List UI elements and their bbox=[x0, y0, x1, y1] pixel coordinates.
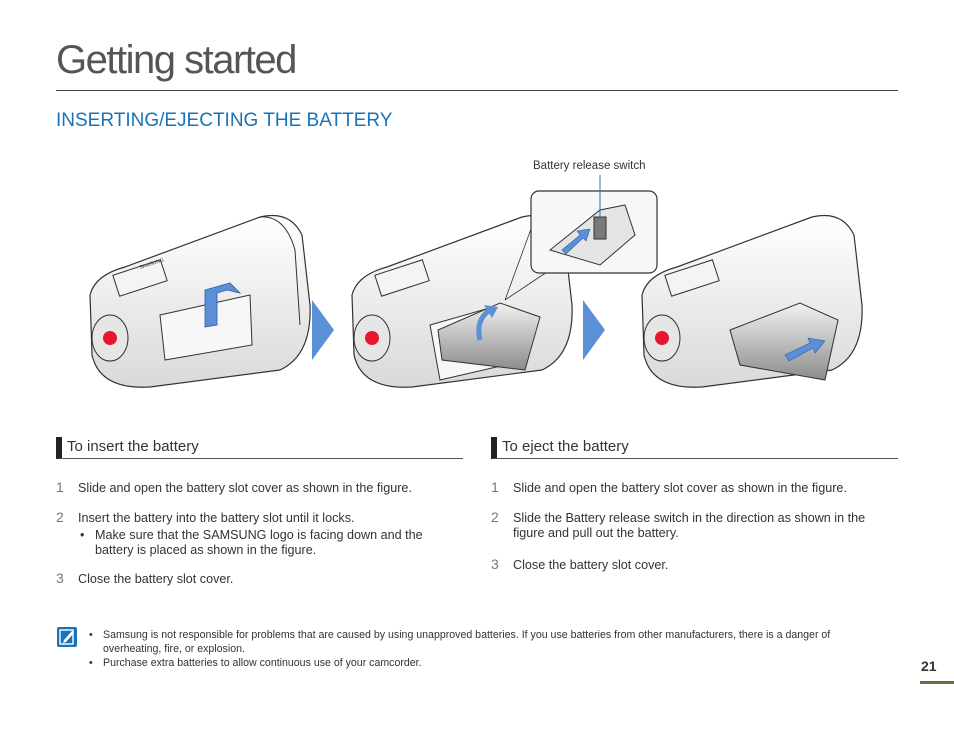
eject-battery-section: To eject the battery 1 Slide and open th… bbox=[491, 437, 898, 573]
eject-step: 3 Close the battery slot cover. bbox=[491, 556, 898, 573]
page-number: 21 bbox=[921, 658, 937, 674]
bullet-item: Make sure that the SAMSUNG logo is facin… bbox=[78, 528, 463, 558]
camcorder-step-1: SAMSUNG bbox=[89, 214, 311, 388]
step-text: Insert the battery into the battery slot… bbox=[78, 511, 355, 525]
note-item: Samsung is not responsible for problems … bbox=[87, 628, 887, 656]
insert-step: 1 Slide and open the battery slot cover … bbox=[56, 479, 463, 496]
battery-3 bbox=[729, 302, 839, 381]
note-item: Purchase extra batteries to allow contin… bbox=[87, 656, 887, 670]
step-number: 2 bbox=[56, 509, 64, 525]
step-text: Close the battery slot cover. bbox=[78, 572, 234, 586]
step-number: 2 bbox=[491, 509, 499, 525]
insert-steps: 1 Slide and open the battery slot cover … bbox=[56, 479, 463, 587]
note-icon bbox=[57, 627, 77, 647]
release-switch-arrow bbox=[561, 228, 591, 255]
callout-label: Battery release switch bbox=[533, 160, 646, 172]
eject-arrow-3 bbox=[784, 337, 826, 362]
eject-battery-heading: To eject the battery bbox=[491, 437, 898, 459]
step-number: 3 bbox=[56, 570, 64, 586]
step-text: Slide and open the battery slot cover as… bbox=[78, 481, 412, 495]
page-title: Getting started bbox=[56, 38, 297, 82]
insert-step-bullets: Make sure that the SAMSUNG logo is facin… bbox=[78, 528, 463, 558]
eject-steps: 1 Slide and open the battery slot cover … bbox=[491, 479, 898, 573]
camcorder-step-2 bbox=[351, 214, 573, 388]
eject-step: 1 Slide and open the battery slot cover … bbox=[491, 479, 898, 496]
step-text: Slide and open the battery slot cover as… bbox=[513, 481, 847, 495]
step-number: 3 bbox=[491, 556, 499, 572]
step-text: Slide the Battery release switch in the … bbox=[513, 511, 866, 540]
insert-arrow-2 bbox=[476, 307, 492, 341]
page-number-bar bbox=[920, 681, 954, 684]
slide-arrow-1 bbox=[204, 282, 242, 328]
insert-battery-section: To insert the battery 1 Slide and open t… bbox=[56, 437, 463, 587]
step-arrow-1 bbox=[312, 300, 334, 360]
step-number: 1 bbox=[56, 479, 64, 495]
insert-step: 3 Close the battery slot cover. bbox=[56, 570, 463, 587]
step-arrow-2 bbox=[583, 300, 605, 360]
step-number: 1 bbox=[491, 479, 499, 495]
notes-list: Samsung is not responsible for problems … bbox=[87, 628, 887, 670]
release-switch-zoom bbox=[504, 175, 658, 301]
insert-step: 2 Insert the battery into the battery sl… bbox=[56, 509, 463, 558]
insert-battery-heading: To insert the battery bbox=[56, 437, 463, 459]
title-divider bbox=[56, 90, 898, 91]
eject-step: 2 Slide the Battery release switch in th… bbox=[491, 509, 898, 541]
camcorder-step-3 bbox=[641, 214, 863, 388]
section-heading: INSERTING/EJECTING THE BATTERY bbox=[56, 110, 393, 131]
battery-illustration: SAMSUNG bbox=[89, 175, 863, 388]
step-text: Close the battery slot cover. bbox=[513, 558, 669, 572]
